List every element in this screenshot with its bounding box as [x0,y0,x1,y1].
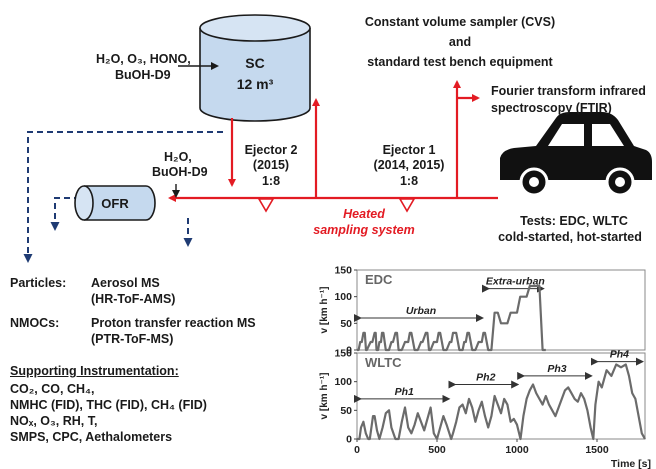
y-tick-label: 50 [340,318,352,330]
particles-value2: (HR-ToF-AMS) [91,292,176,306]
plot-frame-0 [356,269,646,351]
inlet-chemicals-line1: H₂O, O₃, HONO, [96,52,191,66]
y-tick-label: 0 [346,434,352,446]
ejector1-ratio: 1:8 [399,174,419,188]
phase-label: Urban [406,305,436,317]
y-tick-label: 100 [334,291,352,303]
y-tick-label: 50 [340,405,352,417]
phase-label: Extra-urban [486,276,545,288]
ejector1-symbol [398,198,416,213]
y-tick-label: 100 [334,376,352,388]
x-tick-label: 0 [354,444,360,456]
particles-key: Particles: [10,276,67,290]
supporting-line-4: SMPS, CPC, Aethalometers [10,430,173,444]
ftir-line1: Fourier transform infrared [491,84,646,98]
speed-trace-edc [357,284,546,352]
ofr-input-line2: BuOH-D9 [152,165,208,179]
y-tick-label: 150 [334,348,352,360]
supporting-line-3: NOₓ, O₃, RH, T, [10,414,98,428]
ejector2-line1: Ejector 2 [244,143,298,157]
ejector1-line2: (2014, 2015) [373,158,445,172]
heated-sampling-lines [168,80,498,202]
supporting-line-2: NMHC (FID), THC (FID), CH₄ (FID) [10,398,207,412]
ofr-input-line1: H₂O, [164,150,192,164]
cvs-line2: and [448,35,472,49]
tests-line1: Tests: EDC, WLTC [520,214,628,228]
phase-label: Ph1 [395,386,414,398]
ofr-label: OFR [101,196,129,211]
nmocs-value: Proton transfer reaction MS [91,316,256,330]
x-tick-label: 1500 [585,444,609,456]
ejector2-ratio: 1:8 [261,174,281,188]
y-axis-label: v [km h⁻¹] [319,287,330,334]
y-tick-label: 0 [346,345,352,357]
chamber-volume: 12 m³ [236,76,274,92]
ejector2-symbol [257,198,275,213]
speed-trace-wltc [357,363,646,441]
chart-title: EDC [365,272,393,287]
x-axis-label: Time [s] [611,458,651,469]
supporting-line-1: CO₂, CO, CH₄, [10,382,95,396]
heated-label-line2: sampling system [313,223,415,237]
heated-label-line1: Heated [343,207,385,221]
y-axis-label: v [km h⁻¹] [319,373,330,420]
cvs-line3: standard test bench equipment [367,55,553,69]
smog-chamber [199,14,311,122]
particles-value: Aerosol MS [91,276,160,290]
tests-line2: cold-started, hot-started [498,230,642,244]
chart-title: WLTC [365,355,402,370]
ejector1-line1: Ejector 1 [382,143,436,157]
phase-label: Ph4 [610,349,629,361]
cvs-line1: Constant volume sampler (CVS) [364,15,556,29]
y-tick-label: 150 [334,265,352,277]
nmocs-key: NMOCs: [10,316,60,330]
supporting-header: Supporting Instrumentation: [10,364,179,378]
phase-label: Ph2 [476,372,495,384]
chamber-label: SC [245,55,265,71]
ftir-line2: spectroscopy (FTIR) [491,101,612,115]
inlet-chemicals-line2: BuOH-D9 [115,68,171,82]
speed-profile-charts: 0 50 100 150 v [km h⁻¹] EDC Urban Extra-urban 0 5… [319,265,651,469]
ofr-reactor [74,185,156,221]
x-tick-label: 500 [428,444,446,456]
car-icon [500,112,652,197]
ejector2-line2: (2015) [252,158,290,172]
x-tick-label: 1000 [505,444,529,456]
phase-label: Ph3 [547,363,566,375]
nmocs-value2: (PTR-ToF-MS) [91,332,174,346]
